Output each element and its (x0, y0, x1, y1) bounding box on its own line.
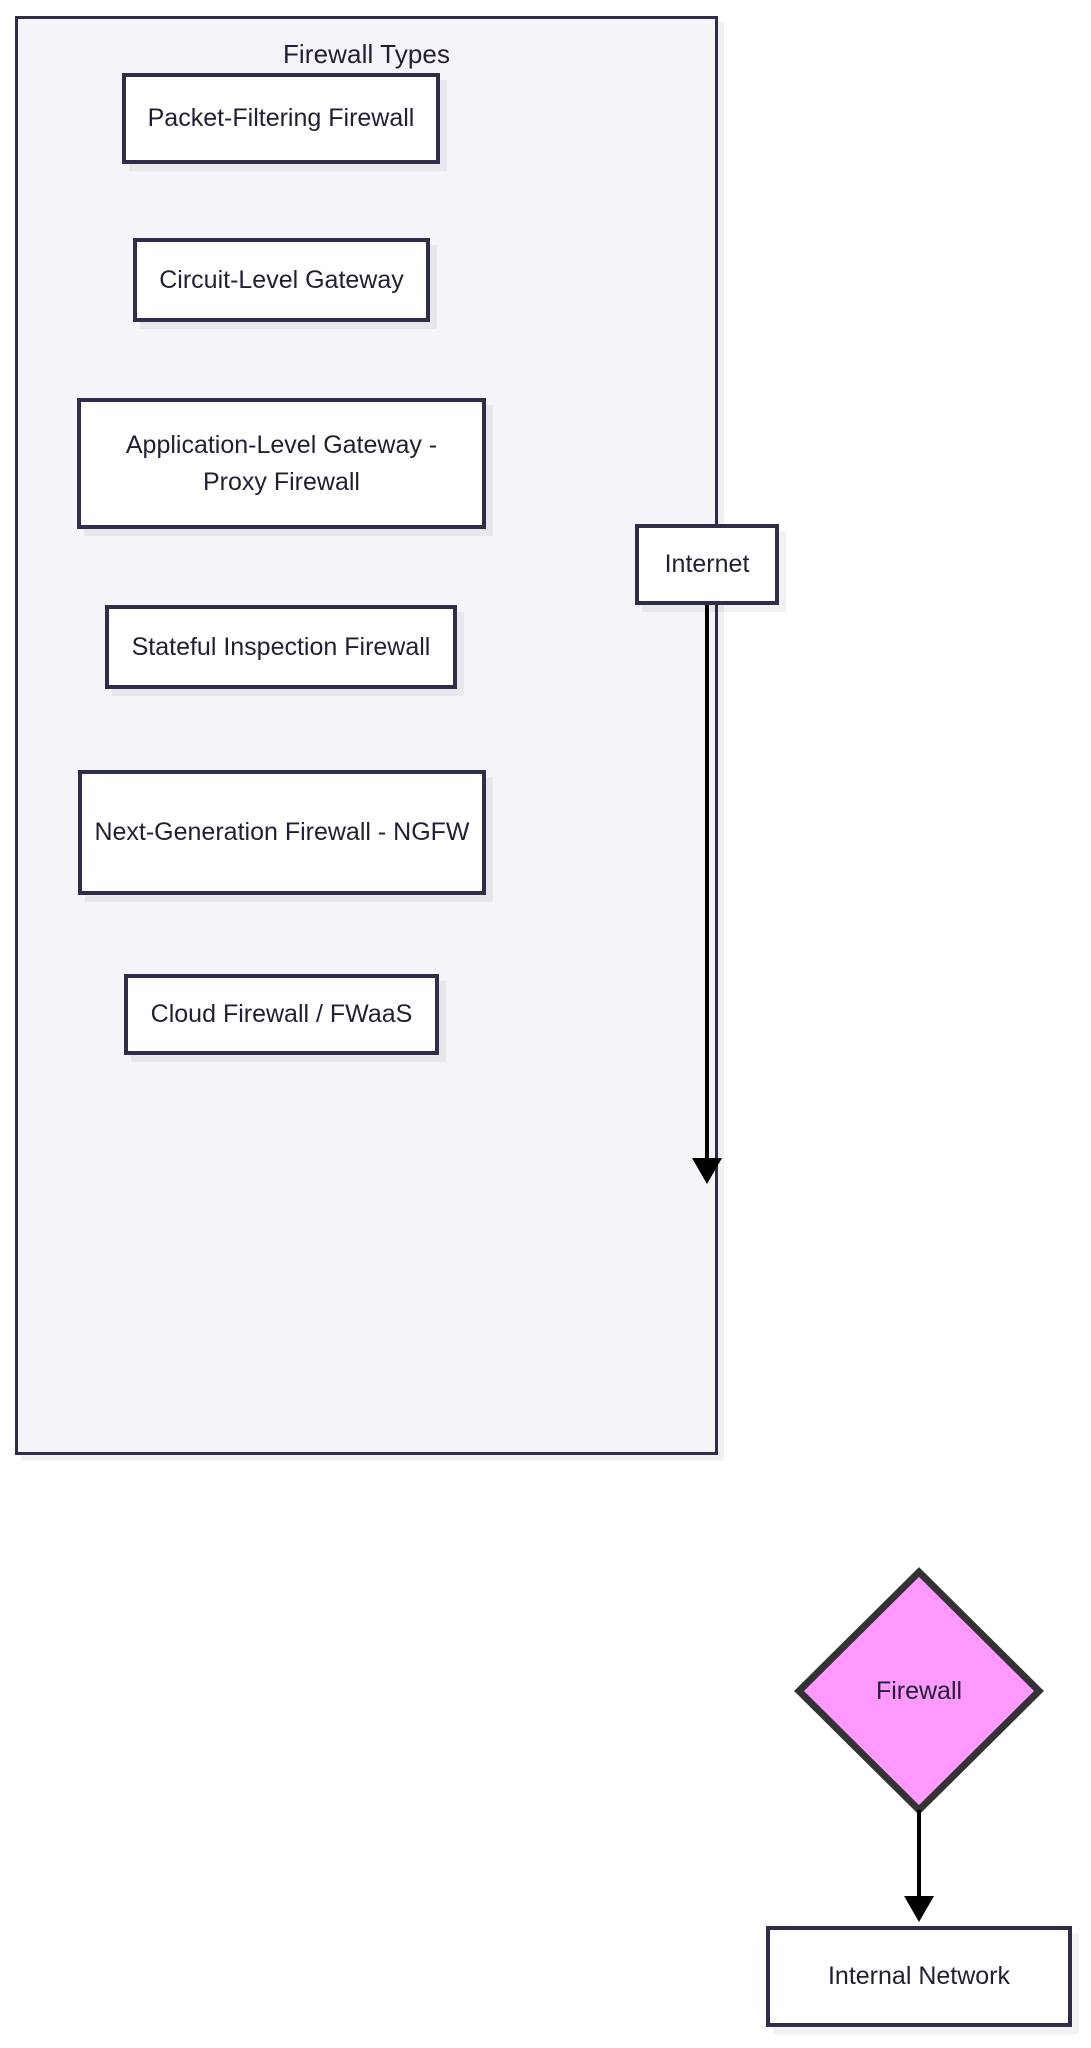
edge-firewall-to-internal-network (917, 1810, 921, 1902)
node-cloud-firewall-fwaas[interactable]: Cloud Firewall / FWaaS (124, 974, 439, 1055)
node-label: Packet-Filtering Firewall (147, 104, 415, 133)
node-next-generation-firewall[interactable]: Next-Generation Firewall - NGFW (78, 770, 486, 895)
node-label: Firewall (875, 1676, 963, 1705)
node-label: Internal Network (827, 1962, 1011, 1991)
node-internet[interactable]: Internet (635, 524, 779, 605)
edge-internet-to-firewall (705, 605, 709, 1164)
node-circuit-level-gateway[interactable]: Circuit-Level Gateway (133, 238, 430, 322)
node-label: Cloud Firewall / FWaaS (150, 1000, 413, 1029)
node-label: Stateful Inspection Firewall (131, 632, 431, 661)
node-stateful-inspection-firewall[interactable]: Stateful Inspection Firewall (105, 605, 457, 689)
node-internal-network[interactable]: Internal Network (766, 1926, 1072, 2027)
subgraph-firewall-types: Firewall Types (15, 16, 718, 1455)
edge-internet-to-firewall-arrowhead (692, 1158, 722, 1184)
node-firewall[interactable]: Firewall (793, 1566, 1045, 1816)
node-label: Circuit-Level Gateway (159, 265, 404, 294)
node-label: Application-Level Gateway - Proxy Firewa… (125, 431, 438, 496)
node-application-level-gateway[interactable]: Application-Level Gateway - Proxy Firewa… (77, 398, 486, 529)
node-label: Internet (664, 550, 750, 579)
node-packet-filtering-firewall[interactable]: Packet-Filtering Firewall (122, 73, 440, 164)
edge-firewall-to-internal-network-arrowhead (904, 1896, 934, 1922)
node-label: Next-Generation Firewall - NGFW (94, 818, 470, 847)
subgraph-title: Firewall Types (282, 39, 451, 69)
